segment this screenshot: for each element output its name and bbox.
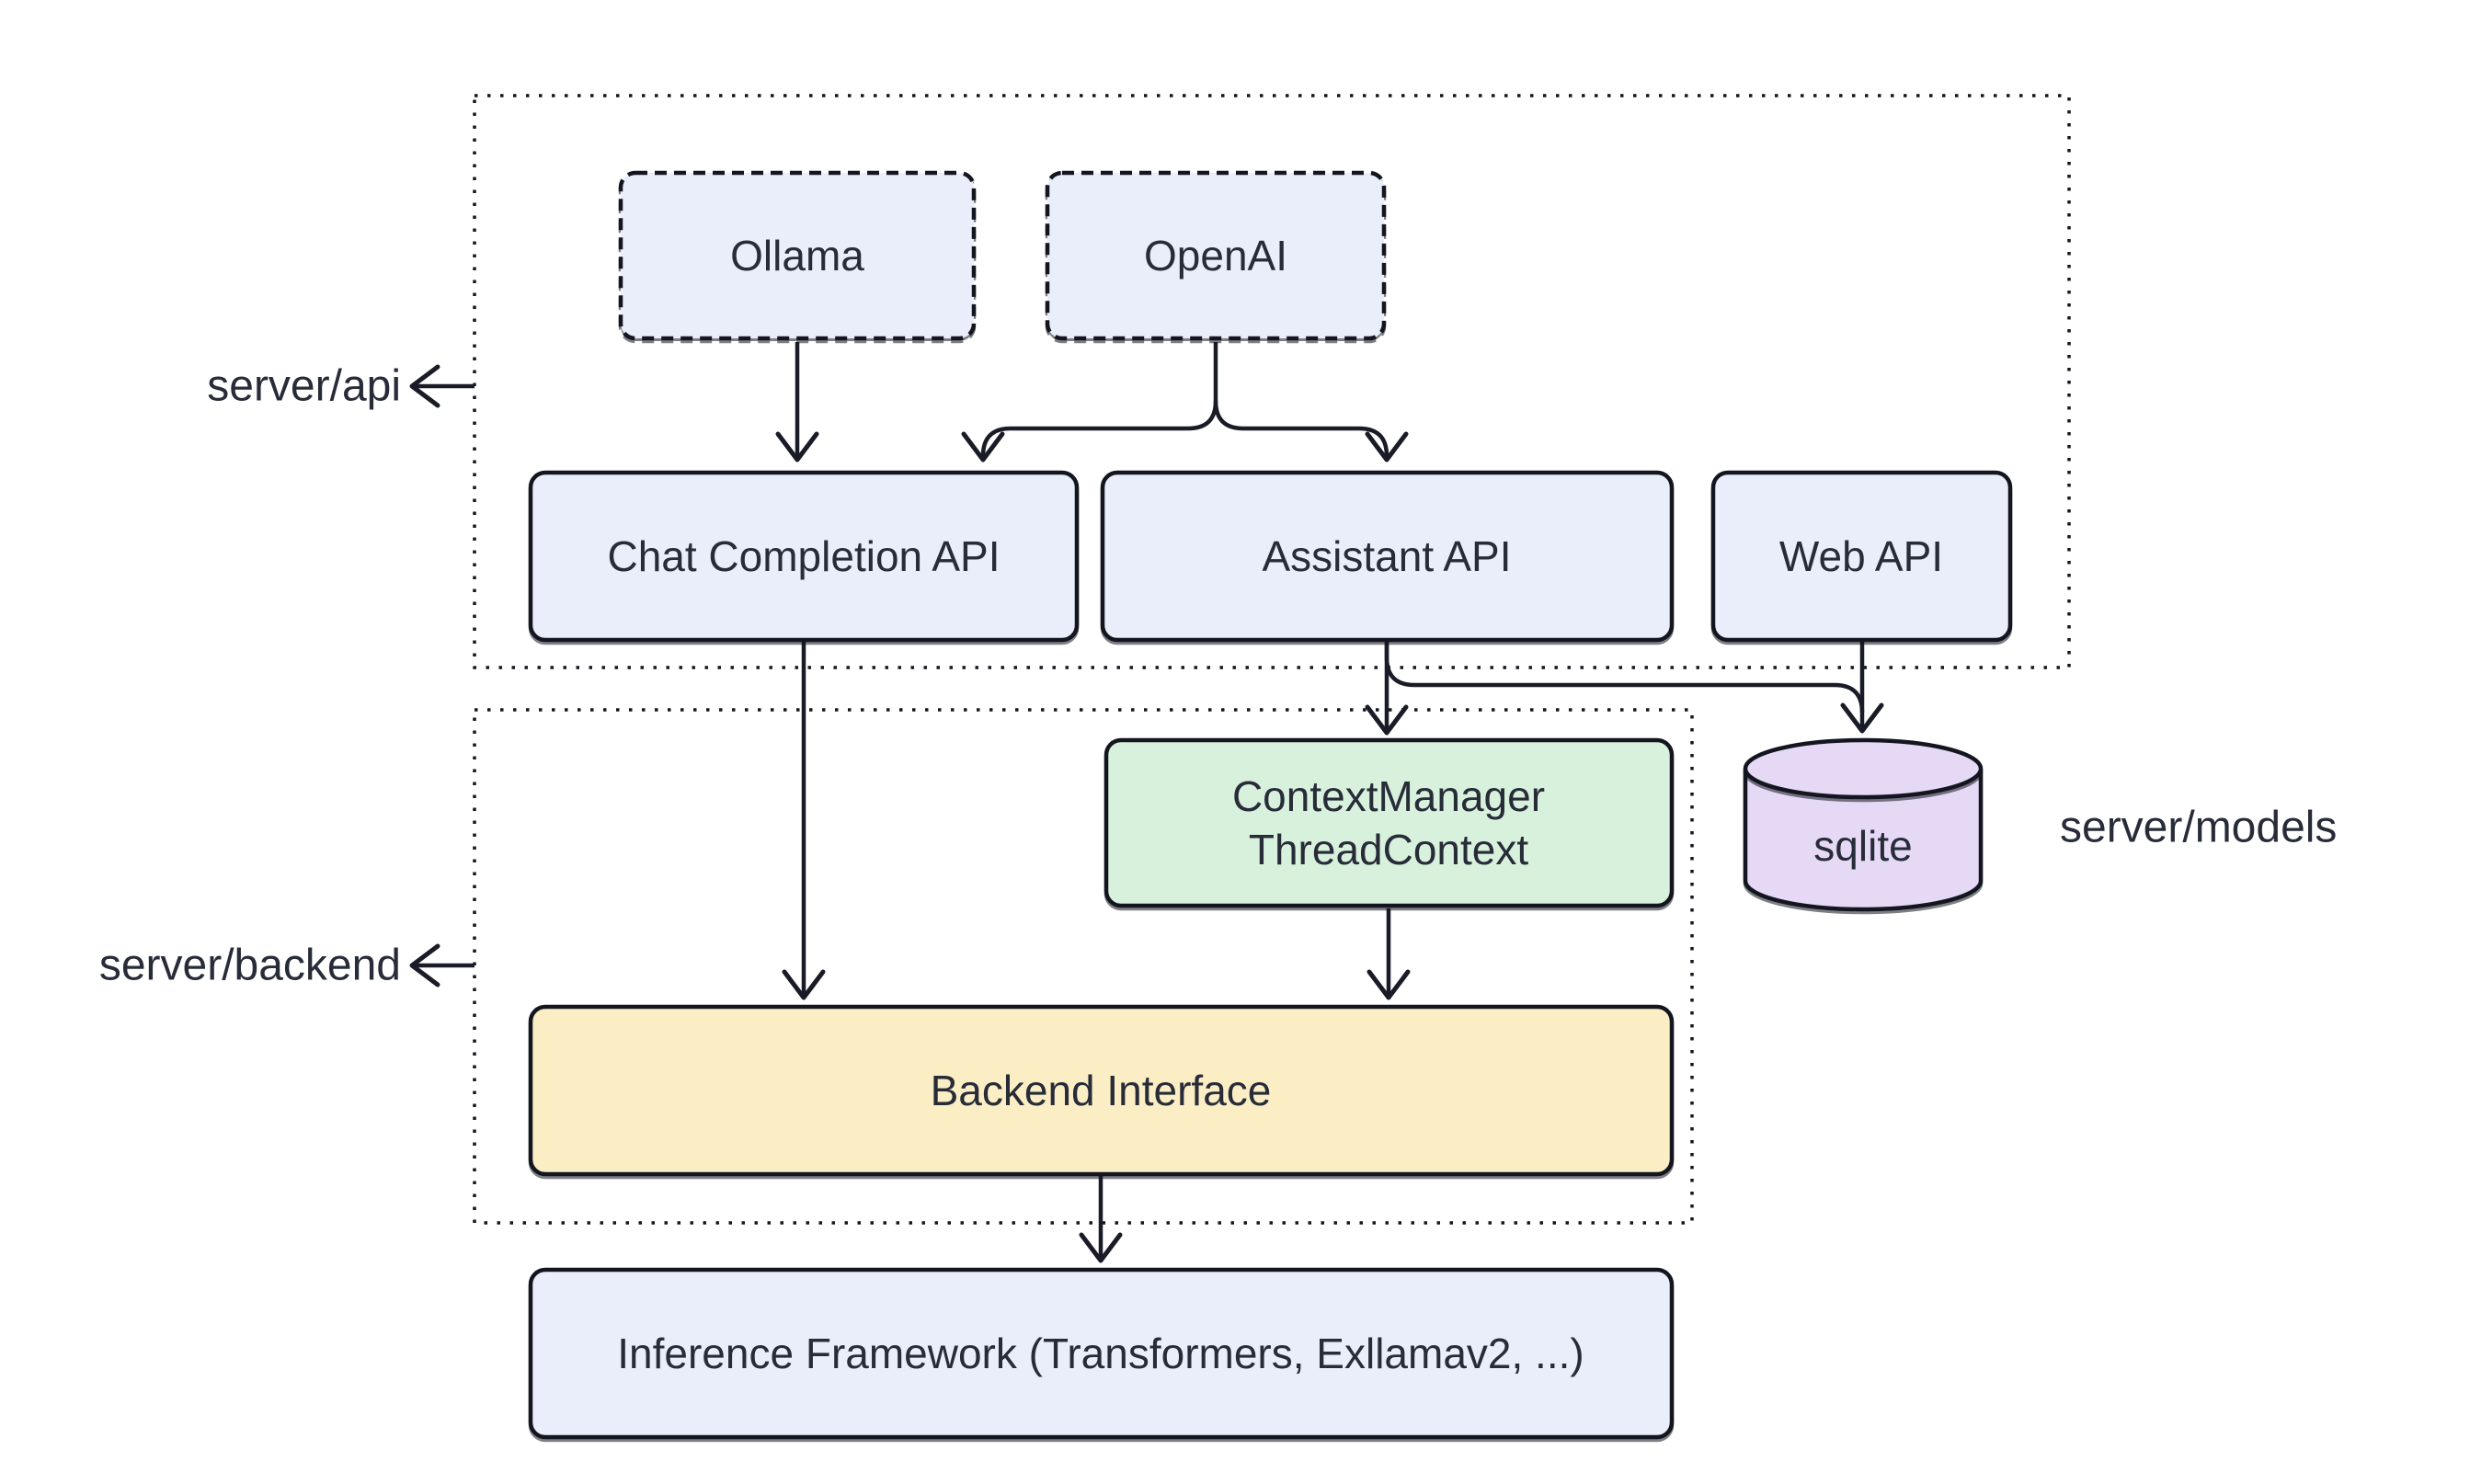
node-chat-completion-api: Chat Completion API (528, 470, 1080, 643)
node-web-api: Web API (1710, 470, 2013, 643)
server-models-label: server/models (2060, 804, 2337, 852)
server-api-label: server/api (207, 362, 401, 411)
openai-label: OpenAI (1144, 232, 1287, 280)
node-assistant-api: Assistant API (1100, 470, 1675, 643)
sqlite-cylinder-body (1743, 769, 1984, 912)
inference-framework-label: Inference Framework (Transformers, Exlla… (617, 1330, 1584, 1377)
assistant-api-box (1100, 470, 1675, 643)
backend-interface-box (528, 1004, 1675, 1177)
node-ollama: Ollama (618, 170, 977, 341)
sqlite-cylinder-top (1743, 737, 1984, 800)
inference-framework-box (528, 1267, 1675, 1440)
node-inference-framework: Inference Framework (Transformers, Exlla… (528, 1267, 1675, 1440)
context-manager-box (1103, 737, 1675, 908)
backend-interface-label: Backend Interface (931, 1067, 1272, 1114)
assistant-api-label: Assistant API (1262, 532, 1511, 580)
ollama-box (618, 170, 977, 341)
edge-assistant-api-to-sqlite (1384, 642, 1865, 713)
ollama-label: Ollama (730, 232, 864, 280)
web-api-label: Web API (1779, 532, 1943, 580)
context-manager-label-line2: ThreadContext (1249, 826, 1528, 873)
chat-completion-api-label: Chat Completion API (607, 532, 1000, 580)
node-openai: OpenAI (1045, 170, 1387, 341)
node-backend-interface: Backend Interface (528, 1004, 1675, 1177)
server-backend-label: server/backend (99, 942, 401, 990)
node-sqlite: sqlite (1743, 737, 1984, 912)
edge-openai-to-assistant-api (1213, 400, 1409, 462)
openai-box (1045, 170, 1387, 341)
chat-completion-api-box (528, 470, 1080, 643)
sqlite-label: sqlite (1813, 822, 1912, 870)
edge-openai-to-chat-completion-api (961, 400, 1218, 462)
context-manager-label-line1: ContextManager (1232, 772, 1545, 820)
edges (775, 342, 1884, 1263)
server-api-container (473, 94, 2071, 669)
web-api-box (1710, 470, 2013, 643)
node-context-manager: ContextManager ThreadContext (1103, 737, 1675, 908)
